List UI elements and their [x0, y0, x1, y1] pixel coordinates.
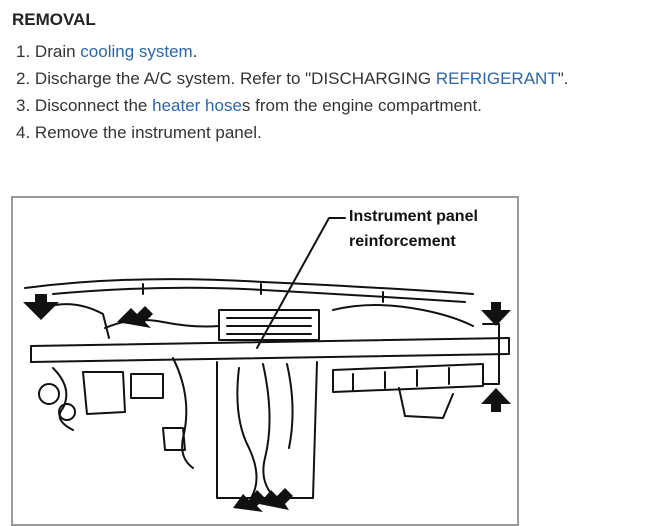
arrow-left-mid: [117, 306, 153, 328]
left-wiring: [52, 367, 74, 431]
step-number: 3.: [16, 96, 31, 115]
step-number: 2.: [16, 69, 31, 88]
vent-slats: [226, 317, 312, 335]
center-connector: [162, 427, 186, 451]
heater-hose-link[interactable]: heater hose: [152, 96, 242, 115]
callout-leader-line: [256, 217, 346, 349]
reinforcement-bar-bottom: [30, 353, 510, 363]
dash-top-edge: [24, 278, 474, 295]
reinforcement-bar-top: [30, 337, 510, 347]
left-module: [82, 371, 126, 415]
left-cluster-outline: [42, 303, 110, 339]
step-item: 4. Remove the instrument panel.: [16, 119, 568, 146]
instrument-panel-figure: Instrument panel reinforcement: [11, 196, 519, 526]
arrow-bottom-left: [233, 490, 265, 512]
step-item: 3. Disconnect the heater hoses from the …: [16, 92, 568, 119]
arrow-left-top: [23, 294, 59, 320]
figure-callout-label: Instrument panel reinforcement: [349, 204, 478, 254]
removal-steps: 1. Drain cooling system. 2. Discharge th…: [16, 38, 568, 146]
arrow-right-bottom: [481, 388, 511, 412]
right-duct: [332, 363, 484, 393]
glovebox-area: [398, 387, 454, 419]
left-fitting-2: [58, 403, 76, 421]
dash-top-edge-inner: [52, 286, 466, 303]
callout-line-1: Instrument panel: [349, 208, 478, 225]
step-text: Remove the instrument panel.: [34, 123, 262, 142]
arrow-bottom-right: [259, 488, 293, 510]
arrow-right-top: [481, 302, 511, 326]
step-item: 2. Discharge the A/C system. Refer to "D…: [16, 65, 568, 92]
callout-line-2: reinforcement: [349, 233, 456, 250]
step-item: 1. Drain cooling system.: [16, 38, 568, 65]
step-text: Drain: [34, 42, 81, 61]
cooling-system-link[interactable]: cooling system: [80, 42, 193, 61]
step-text-end: s from the engine compartment.: [241, 96, 482, 115]
step-text-end: .: [192, 42, 198, 61]
heater-hoses-2: [262, 363, 276, 499]
right-upper-duct: [332, 304, 474, 327]
step-text: Disconnect the: [34, 96, 153, 115]
dash-bracket: [142, 283, 384, 303]
step-number: 1.: [16, 42, 31, 61]
right-bracket: [482, 323, 500, 385]
instrument-panel-drawing: [23, 217, 511, 512]
heater-hoses: [236, 367, 258, 499]
left-relay: [130, 373, 164, 399]
refrigerant-link[interactable]: REFRIGERANT: [435, 69, 558, 88]
right-duct-details: [352, 367, 450, 391]
step-text-end: ".: [557, 69, 569, 88]
left-fitting: [38, 383, 60, 405]
heater-hoses-3: [286, 363, 294, 449]
center-harness: [172, 357, 194, 469]
step-number: 4.: [16, 123, 31, 142]
section-heading: REMOVAL: [12, 10, 96, 29]
step-text: Discharge the A/C system. Refer to "DISC…: [34, 69, 436, 88]
